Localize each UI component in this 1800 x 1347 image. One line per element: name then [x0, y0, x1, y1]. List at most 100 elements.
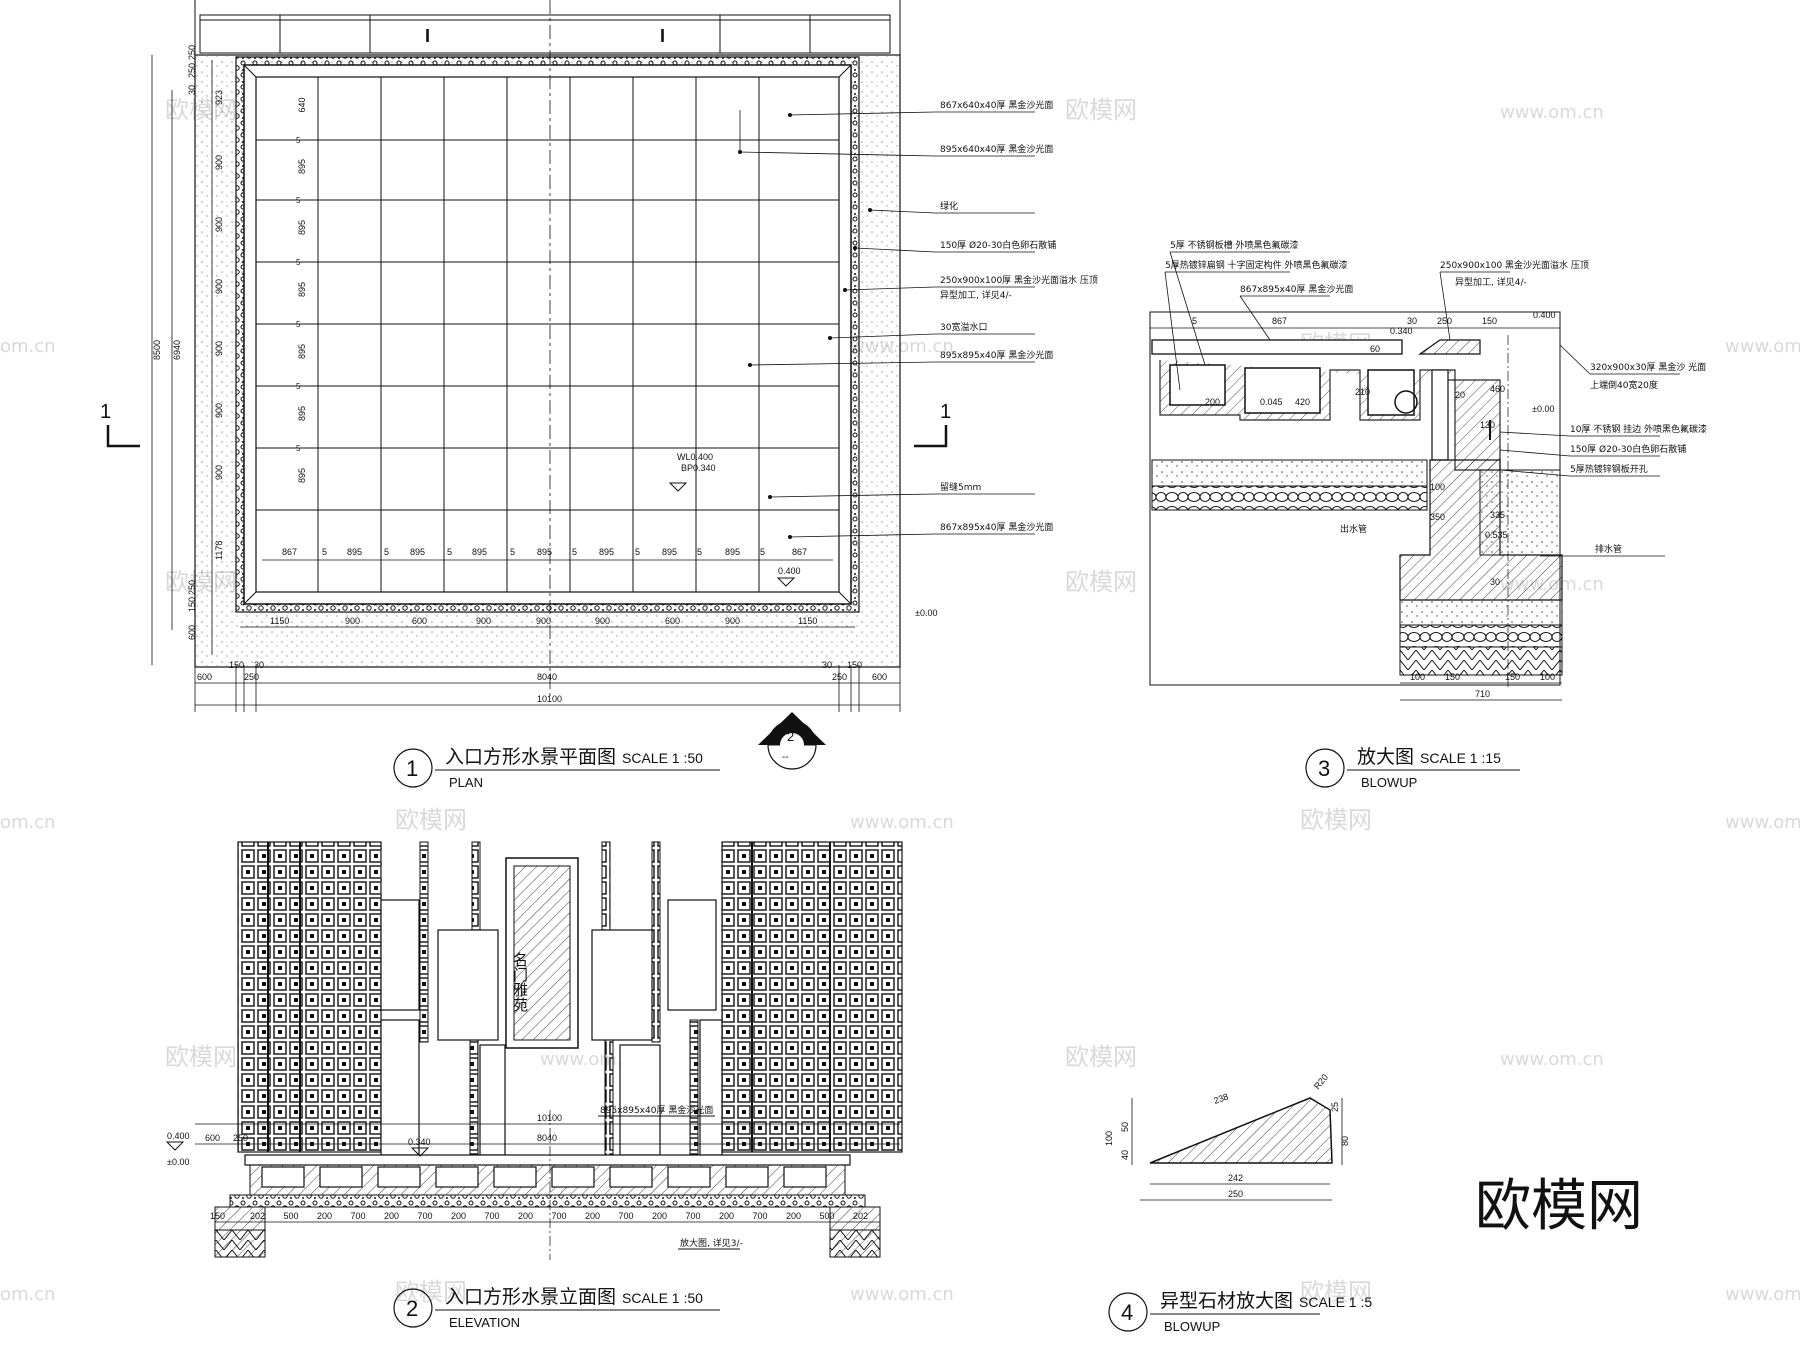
- plan-leader: [854, 247, 936, 253]
- channel-void: [377, 1166, 421, 1188]
- plan-col-dim: 5: [447, 547, 452, 557]
- blowup3-leader: [1499, 469, 1571, 477]
- watermark-url: www.om.cn: [540, 1049, 644, 1070]
- blowup3-leader: [1559, 344, 1591, 375]
- plan-col-dim: 895: [410, 547, 425, 557]
- plan-leader: [749, 361, 936, 366]
- plan-left-dim: 1178: [214, 541, 224, 560]
- plan-note: 留缝5mm: [940, 481, 981, 493]
- plan-leader: [869, 209, 936, 214]
- watermark-logo: 欧模网: [1065, 96, 1137, 124]
- plan-col-dim: 895: [725, 547, 740, 557]
- blowup3-leader: [1499, 449, 1571, 457]
- plan-col-dim: 5: [322, 547, 327, 557]
- plan-note: 867x895x40厚 黑金沙光面: [940, 521, 1053, 533]
- plan-col-dim: 5: [384, 547, 389, 557]
- elevation-dim: 150: [210, 1211, 225, 1221]
- blowup3-leader: [1169, 251, 1206, 366]
- elevation-dim: 200: [652, 1211, 667, 1221]
- channel-void: [609, 1166, 653, 1188]
- plan-row-dim: 640: [297, 97, 307, 112]
- title-en: BLOWUP: [1361, 775, 1417, 790]
- plan-outer-dim: 600: [187, 625, 197, 640]
- blowup3-dim: 200: [1205, 397, 1220, 407]
- plan-left-dimensions: 9239009009009009009001178302502506940850…: [151, 45, 224, 665]
- channel-void: [319, 1166, 363, 1188]
- watermark-url: www.om.cn: [850, 812, 954, 833]
- plan-row-dim: 895: [297, 220, 307, 235]
- plan-leader-dot: [868, 208, 872, 212]
- elevation-panel: [699, 1019, 723, 1156]
- plan-col-dim: 895: [347, 547, 362, 557]
- plan-joint-dim: 5: [296, 196, 301, 205]
- blowup3-note: 5厚热镀锌扁钢 十字固定构件 外喷黑色氟碳漆: [1165, 259, 1347, 271]
- title-en: ELEVATION: [449, 1315, 520, 1330]
- plan-col-dim: 5: [697, 547, 702, 557]
- section-mark-right: 1: [940, 401, 951, 423]
- blowup3-dim: 100: [1540, 672, 1555, 682]
- blowup3-dim: 350: [1430, 512, 1445, 522]
- elevation-dim: 200: [719, 1211, 734, 1221]
- plan-left-dim: 923: [214, 90, 224, 105]
- plan-level-zero: ±0.00: [915, 608, 937, 618]
- elevation-bar: [689, 1019, 699, 1156]
- elevation-dim: 200: [317, 1211, 332, 1221]
- blowup4-dim: 25: [1330, 1102, 1340, 1112]
- elevation-panel: [437, 929, 499, 1041]
- elevation-dim: 700: [485, 1211, 500, 1221]
- plan-outer-dim: 30: [187, 85, 197, 95]
- blowup3-note: 5厚 不锈钢板槽 外喷黑色氟碳漆: [1170, 239, 1298, 251]
- channel-void: [435, 1166, 479, 1188]
- plan-bottom-dim: 900: [536, 616, 551, 626]
- elevation-dim: 200: [518, 1211, 533, 1221]
- title-number-circle: [1305, 748, 1345, 788]
- plan-col-dim: 895: [472, 547, 487, 557]
- elevation-panel: [380, 1019, 420, 1156]
- elevation-dim: 700: [351, 1211, 366, 1221]
- plan-outer-dim: 250: [187, 580, 197, 595]
- watermark-url: www.om.cn: [1500, 102, 1604, 123]
- watermark-url: www.om.cn: [1725, 1284, 1800, 1305]
- plan-note: 绿化: [940, 200, 958, 212]
- plan-leader: [829, 333, 936, 339]
- elevation-dim: 8040: [537, 1133, 557, 1143]
- plan-leader: [844, 286, 936, 291]
- title-number: 3: [1318, 756, 1330, 781]
- plan-note: 895x895x40厚 黑金沙光面: [940, 349, 1053, 361]
- blowup4-dim: 238: [1212, 1091, 1230, 1106]
- elevation-channel-voids: [261, 1166, 827, 1188]
- elevation-detail-reference: 放大图, 详见3/-: [680, 1237, 743, 1249]
- plan-left-dim: 900: [214, 217, 224, 232]
- elevation-dim: 700: [418, 1211, 433, 1221]
- plan-leader-dot: [768, 495, 772, 499]
- plan-joint-dim: 5: [296, 444, 301, 453]
- plan-level-top: 0.400: [778, 566, 801, 576]
- plan-leader-dot: [853, 246, 857, 250]
- plan-note: 150厚 Ø20-30白色卵石散铺: [940, 239, 1056, 251]
- blowup3-note: 150厚 Ø20-30白色卵石散铺: [1570, 443, 1686, 455]
- plan-bottom-dim: 900: [476, 616, 491, 626]
- elevation-reference-marker: 2 --: [758, 712, 826, 770]
- plan-bottom-dim: 1150: [270, 616, 289, 626]
- title-number-circle: [393, 1288, 433, 1328]
- blowup3-dim: 100: [1410, 672, 1425, 682]
- blowup3-dim: 335: [1490, 510, 1505, 520]
- watermark-url: www.om.cn: [1500, 1049, 1604, 1070]
- svg-text:I: I: [425, 26, 430, 46]
- blowup3-dim: 210: [1355, 387, 1370, 397]
- level-symbol: [410, 1147, 430, 1157]
- title-cn: 入口方形水景平面图: [445, 746, 616, 768]
- plan-row-dim: 895: [297, 159, 307, 174]
- plan-left-dim: 900: [214, 403, 224, 418]
- blowup3-note: 上端倒40宽20度: [1590, 379, 1658, 391]
- elevation-level: 0.400: [167, 1131, 190, 1141]
- title-scale: SCALE 1 :5: [1299, 1294, 1372, 1310]
- elevation-panel: [380, 899, 420, 1011]
- watermark-url: www.om.cn: [1725, 812, 1800, 833]
- plan-row-dim: 895: [297, 468, 307, 483]
- blowup3-dim: 250: [1437, 316, 1452, 326]
- watermark-logo: 欧模网: [1065, 1043, 1137, 1071]
